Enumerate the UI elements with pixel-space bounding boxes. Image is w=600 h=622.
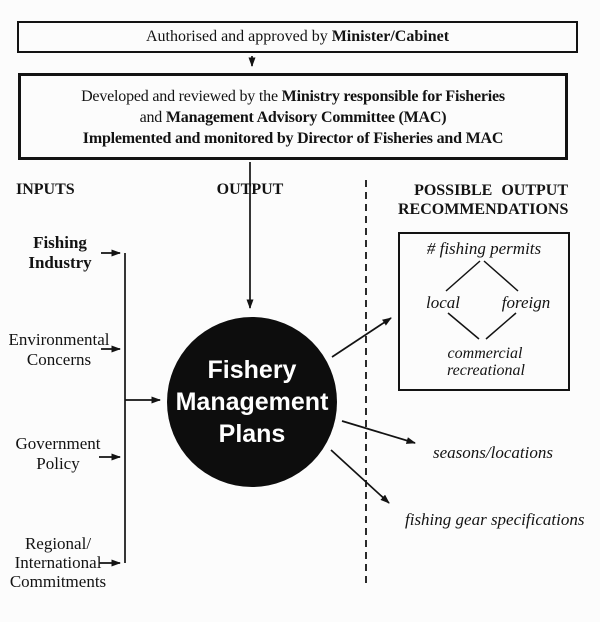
input-environmental-line-2: Concerns — [26, 350, 92, 369]
development-line-3-bold: Implemented and monitored by Director of… — [82, 130, 504, 147]
development-line-1: Developed and reviewed by the Ministry r… — [21, 86, 565, 107]
input-fishing-industry-line-2: Industry — [28, 253, 92, 272]
input-regional-commitments: Regional/ International Commitments — [6, 534, 110, 591]
input-environmental-line-1: Environmental — [8, 330, 110, 349]
input-government-line-1: Government — [15, 434, 101, 453]
permits-bottom-recreational: recreational — [447, 362, 525, 379]
recommendations-label-line-1: POSSIBLE OUTPUT — [414, 182, 568, 199]
permits-option-local: local — [426, 293, 460, 312]
node-line-3: Plans — [218, 420, 286, 448]
output-section-label: OUTPUT — [216, 181, 284, 198]
development-line-1-normal: Developed and reviewed by the — [81, 88, 278, 105]
input-regional-line-1: Regional/ — [24, 534, 92, 553]
input-government-line-2: Policy — [36, 454, 80, 473]
input-fishing-industry-line-1: Fishing — [33, 233, 87, 252]
development-line-2: and Management Advisory Committee (MAC) — [21, 107, 565, 128]
development-box: Developed and reviewed by the Ministry r… — [18, 73, 568, 160]
input-regional-line-3: Commitments — [9, 572, 107, 591]
input-regional-line-2: International — [14, 553, 102, 572]
input-fishing-industry: Fishing Industry — [18, 233, 102, 273]
fishing-permits-box: # fishing permits local foreign commerci… — [398, 232, 570, 391]
permits-option-foreign: foreign — [501, 293, 551, 312]
development-line-2-normal: and — [139, 109, 163, 126]
fishery-management-plans-node: Fishery Management Plans — [167, 317, 337, 487]
node-line-1: Fishery — [207, 356, 297, 384]
permits-bottom-commercial: commercial — [447, 345, 523, 362]
arrow-plans-to-gear — [330, 449, 390, 504]
arrow-plans-to-permits — [331, 317, 392, 358]
input-environmental-concerns: Environmental Concerns — [8, 330, 110, 370]
output-seasons-locations: seasons/locations — [433, 443, 553, 462]
recommendations-section-label: POSSIBLE OUTPUT RECOMMENDATIONS — [398, 181, 568, 219]
authorization-text-normal: Authorised and approved by — [145, 28, 328, 45]
inputs-section-label: INPUTS — [16, 181, 75, 198]
input-government-policy: Government Policy — [6, 434, 110, 474]
node-line-2: Management — [175, 388, 329, 416]
arrow-plans-to-seasons — [341, 420, 416, 444]
authorization-box: Authorised and approved by Minister/Cabi… — [17, 21, 578, 53]
development-line-3: Implemented and monitored by Director of… — [21, 128, 565, 149]
authorization-text: Authorised and approved by Minister/Cabi… — [146, 28, 449, 46]
recommendations-label-line-2: RECOMMENDATIONS — [398, 201, 569, 218]
development-line-2-bold: Management Advisory Committee (MAC) — [165, 109, 447, 126]
development-line-1-bold: Ministry responsible for Fisheries — [281, 88, 505, 105]
authorization-text-bold: Minister/Cabinet — [331, 28, 450, 45]
permits-title: # fishing permits — [426, 239, 542, 258]
output-fishing-gear: fishing gear specifications — [405, 510, 585, 529]
